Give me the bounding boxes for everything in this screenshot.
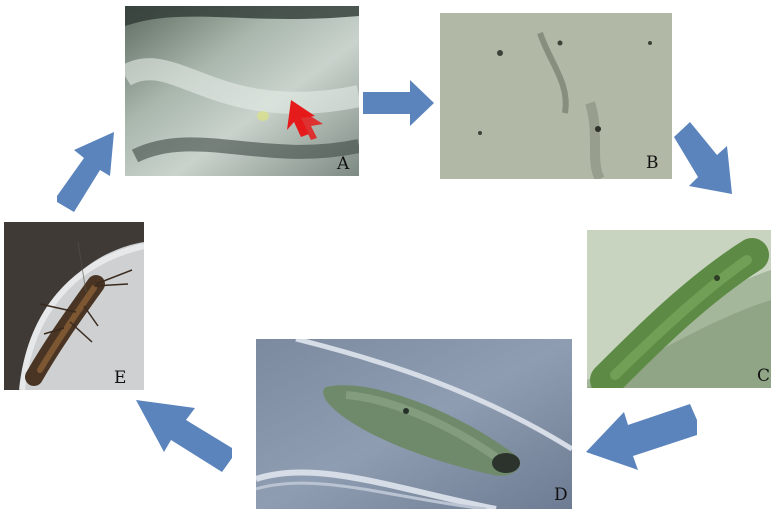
arrow-c-to-d-icon xyxy=(586,404,697,470)
panel-d-label: D xyxy=(554,487,568,504)
arrow-a-to-b-icon xyxy=(363,80,434,126)
panel-c-label: C xyxy=(757,368,770,385)
arrow-d-to-e-icon xyxy=(136,400,232,472)
panel-e-adult-moth: E xyxy=(4,222,144,390)
panel-a-egg: A xyxy=(125,6,359,176)
panel-b-label: B xyxy=(646,155,659,172)
panel-d-pupa: D xyxy=(256,339,572,509)
pupa-photo xyxy=(256,339,572,509)
arrow-b-to-c-icon xyxy=(674,122,732,194)
early-larva-photo xyxy=(440,13,672,179)
panel-c-larva: C xyxy=(587,230,771,388)
larva-photo xyxy=(587,230,771,388)
adult-moth-photo xyxy=(4,222,144,390)
panel-e-label: E xyxy=(114,370,126,387)
panel-a-label: A xyxy=(337,156,349,173)
pointer-marker-icon xyxy=(125,6,359,176)
arrow-e-to-a-icon xyxy=(57,132,114,212)
panel-b-early-larva: B xyxy=(440,13,672,179)
